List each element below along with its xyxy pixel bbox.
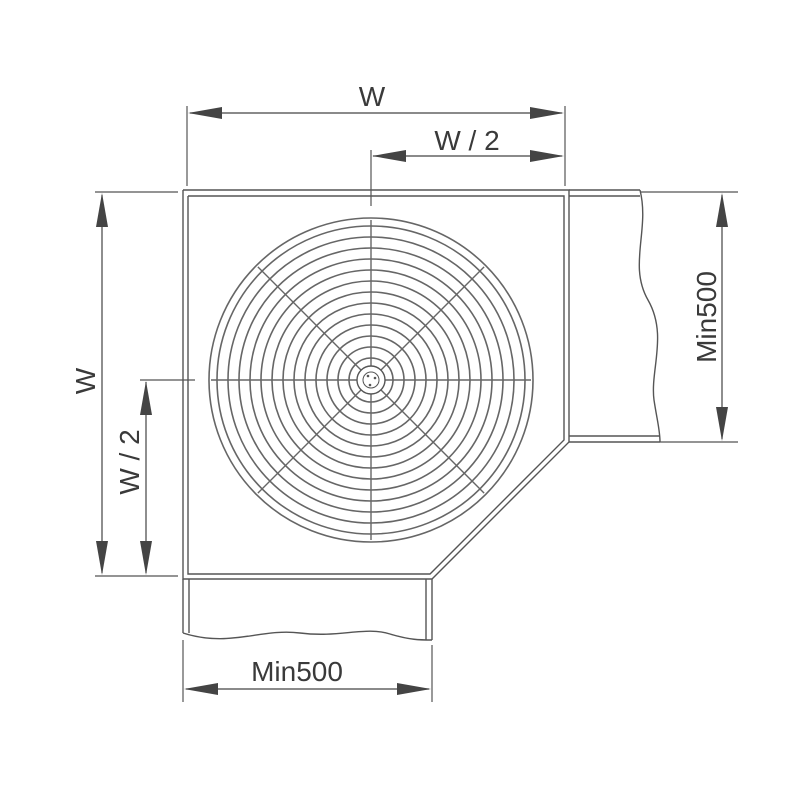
arrow-right [397,683,431,695]
arrow-left [372,150,406,162]
hub-screw-3 [368,383,372,387]
dim-label-w-half-left: W / 2 [114,429,145,494]
right-adjacent-cabinet [569,189,661,443]
arrow-left [188,107,222,119]
arrow-top [96,193,108,227]
dim-label-w-top: W [359,81,386,112]
right-cabinet-break-line [638,189,661,443]
arrow-bottom [96,541,108,575]
dim-right-min: Min500 [640,191,738,443]
dim-top-width: W [186,81,566,186]
tray-spoke [257,389,362,494]
dim-bottom-min: Min500 [182,640,433,702]
bottom-adjacent-cabinet [182,579,433,641]
cabinet-inner-edge [187,195,565,575]
dim-label-min-right: Min500 [691,271,722,363]
dim-left-width: W [70,191,178,577]
hub-screw-2 [373,376,377,380]
tray-spoke [380,389,485,494]
cabinet-outline [182,189,570,580]
arrow-bottom [716,407,728,441]
arrow-top [140,381,152,415]
arrow-top [716,193,728,227]
tray-center-hub [356,365,386,395]
dim-top-half-width: W / 2 [370,125,564,206]
dim-label-min-bottom: Min500 [251,656,343,687]
tray-spoke [380,266,485,371]
tray-hub-ring [362,371,380,389]
rotating-tray [208,217,534,543]
arrow-bottom [140,541,152,575]
dim-left-half-width: W / 2 [114,379,195,575]
tray-spoke [257,266,362,371]
arrow-right [530,107,564,119]
dim-label-w-left: W [70,367,101,394]
dim-label-w-half-top: W / 2 [434,125,499,156]
tray-outer-rim [208,217,534,543]
hub-screw-1 [366,374,370,378]
bottom-cabinet-break-line [182,630,433,641]
arrow-left [184,683,218,695]
arrow-right [530,150,564,162]
tray-spokes [211,220,531,540]
cabinet-outer-edge [182,189,570,580]
